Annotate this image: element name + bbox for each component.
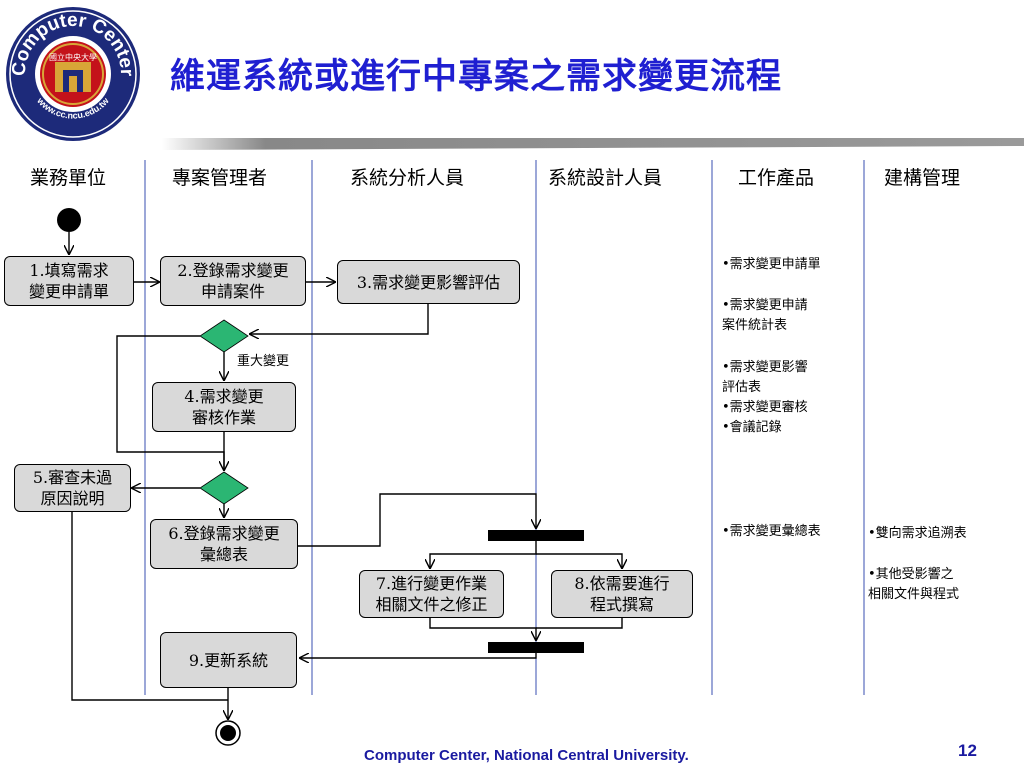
page-number: 12 [958, 741, 977, 760]
activity-impact-assessment: 3.需求變更影響評估 [337, 260, 520, 304]
config-traceability-table: •雙向需求追溯表 [868, 526, 967, 541]
decision-major-change [199, 319, 249, 353]
lane-separators [144, 160, 865, 695]
activity-change-review: 4.需求變更 審核作業 [152, 382, 296, 432]
work-product-case-statistics: •需求變更申請 案件統計表 [722, 298, 808, 333]
lane-project-manager: 專案管理者 [172, 167, 268, 189]
activity-register-change-summary: 6.登錄需求變更 彙總表 [150, 519, 298, 569]
work-product-assessment-records: •需求變更影響 評估表 •需求變更審核 •會議記錄 [722, 360, 808, 435]
join-bar [488, 642, 584, 653]
page-title: 維運系統或進行中專案之需求變更流程 [170, 56, 783, 97]
activity-update-system: 9.更新系統 [160, 632, 297, 688]
lane-business-unit: 業務單位 [30, 167, 107, 189]
activity-write-programs: 8.依需要進行 程式撰寫 [551, 570, 693, 618]
footer-text: Computer Center, National Central Univer… [364, 747, 689, 764]
work-product-change-summary: •需求變更彙總表 [722, 524, 821, 539]
activity-register-change-case: 2.登錄需求變更 申請案件 [160, 256, 306, 306]
title-divider [162, 138, 1024, 150]
activity-rejection-explanation: 5.審查未過 原因說明 [14, 464, 131, 512]
computer-center-logo: Computer Center www.cc.ncu.edu.tw 國立中央大學 [6, 7, 140, 141]
lane-system-designer: 系統設計人員 [548, 167, 663, 189]
guard-major-change: 重大變更 [237, 354, 290, 369]
fork-bar [488, 530, 584, 541]
activity-revise-documents: 7.進行變更作業 相關文件之修正 [359, 570, 504, 618]
activity-fill-change-request: 1.填寫需求 變更申請單 [4, 256, 134, 306]
config-affected-documents: •其他受影響之 相關文件與程式 [868, 567, 960, 602]
lane-work-product: 工作產品 [738, 167, 815, 189]
start-node [57, 208, 81, 232]
lane-config-management: 建構管理 [884, 167, 961, 189]
lane-system-analyst: 系統分析人員 [350, 167, 465, 189]
logo-center-text: 國立中央大學 [49, 52, 97, 62]
work-product-request-form: •需求變更申請單 [722, 257, 821, 272]
decision-review-result [199, 471, 249, 505]
